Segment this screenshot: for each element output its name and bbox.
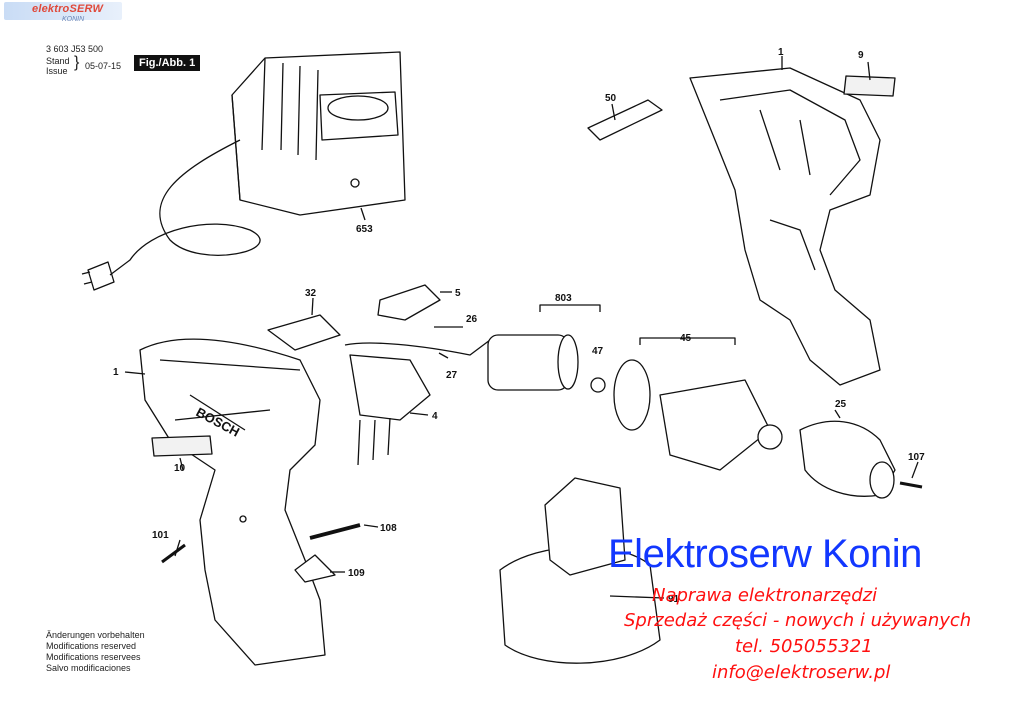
- part-10: 10: [174, 463, 186, 474]
- watermark-line-2: Sprzedaż części - nowych i używanych: [624, 610, 972, 631]
- part-4: 4: [432, 411, 438, 422]
- battery-drawing: [499, 477, 661, 664]
- logo-sub: KONIN: [62, 16, 85, 23]
- screw-101-drawing: [161, 543, 186, 564]
- brace-glyph: }: [74, 54, 80, 71]
- part-32: 32: [305, 288, 317, 299]
- part-50-drawing: [587, 99, 663, 141]
- part-803: 803: [555, 293, 572, 304]
- watermark-title: Elektroserw Konin: [608, 532, 922, 576]
- issue-label: Issue: [46, 66, 68, 76]
- note-de: Änderungen vorbehalten: [46, 630, 145, 640]
- part-107: 107: [908, 452, 925, 463]
- figure-label: Fig./Abb. 1: [134, 55, 201, 71]
- part-653: 653: [356, 224, 373, 235]
- housing-right-drawing: [689, 67, 881, 386]
- note-en: Modifications reserved: [46, 641, 137, 651]
- watermark-line-3: tel. 505055321: [735, 636, 873, 657]
- elektroserw-logo: elektroSERW KONIN: [4, 2, 122, 23]
- gearbox-drawing: [613, 337, 783, 471]
- part-1-right: 1: [778, 47, 784, 58]
- note-fr: Modifications reservees: [46, 652, 141, 662]
- part-47: 47: [592, 346, 604, 357]
- part-5-drawing: [377, 284, 441, 321]
- part-101: 101: [152, 530, 169, 541]
- housing-left-drawing: BOSCH: [139, 338, 326, 666]
- issue-date: 05-07-15: [85, 61, 122, 71]
- part-9: 9: [858, 50, 864, 61]
- switch-drawing: [344, 339, 491, 466]
- modification-notes: Änderungen vorbehalten Modifications res…: [46, 630, 145, 674]
- part-25: 25: [835, 399, 847, 410]
- part-27: 27: [446, 370, 458, 381]
- part-108: 108: [380, 523, 397, 534]
- part-50: 50: [605, 93, 617, 104]
- screw-107-drawing: [899, 481, 923, 489]
- part-26: 26: [466, 314, 478, 325]
- part-5: 5: [455, 288, 461, 299]
- part-number: 3 603 J53 500: [46, 44, 104, 54]
- clip-109-drawing: [294, 554, 336, 583]
- part-45: 45: [680, 333, 692, 344]
- motor-drawing: [487, 304, 606, 393]
- part-32-drawing: [267, 314, 341, 351]
- part-109: 109: [348, 568, 365, 579]
- charger-drawing: [81, 51, 406, 291]
- part-91: 91: [668, 594, 680, 605]
- label-10-drawing: [151, 435, 213, 457]
- bit-108-drawing: [309, 523, 361, 540]
- chuck-drawing: [799, 420, 896, 499]
- watermark-line-4[interactable]: info@elektroserw.pl: [712, 662, 891, 683]
- watermark-line-1: Naprawa elektronarzędzi: [652, 585, 878, 606]
- note-es: Salvo modificaciones: [46, 663, 131, 673]
- label-9-drawing: [843, 75, 896, 97]
- stand-label: Stand: [46, 56, 70, 66]
- part-1-left: 1: [113, 367, 119, 378]
- logo-brand: elektroSERW: [32, 3, 104, 15]
